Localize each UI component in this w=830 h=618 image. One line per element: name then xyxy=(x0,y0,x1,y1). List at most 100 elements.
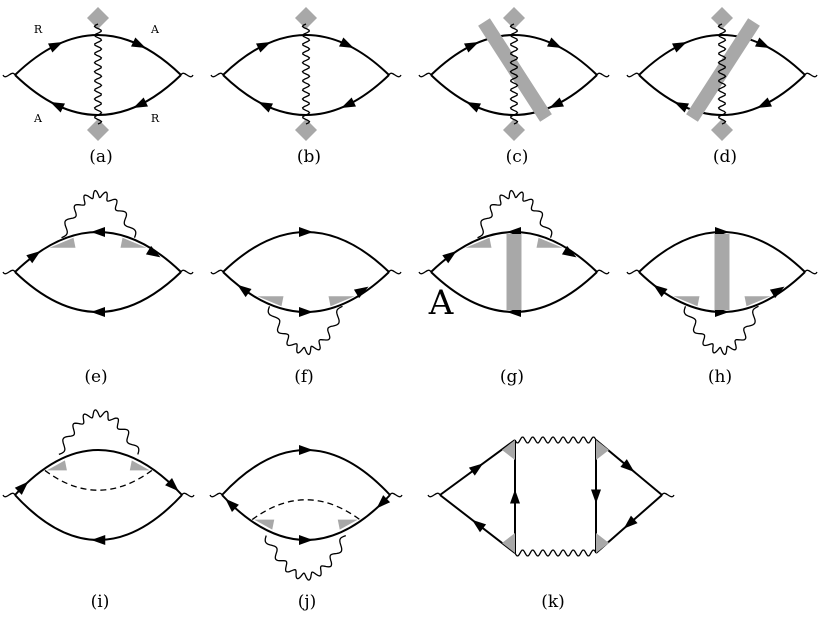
external-photon-stub xyxy=(427,492,441,498)
arrow-head xyxy=(510,489,520,504)
photon-line-vertical xyxy=(301,23,311,125)
external-photon-stub xyxy=(388,269,402,275)
ladder-bar xyxy=(686,18,760,122)
label-r-top: R xyxy=(34,23,43,36)
vertex-triangle xyxy=(465,237,492,248)
fermion-line-bottom xyxy=(14,494,183,541)
external-photon-stub xyxy=(210,269,224,275)
caption-a: (a) xyxy=(89,147,112,167)
arrow-head xyxy=(145,245,161,258)
vertex-triangle xyxy=(328,296,355,307)
vertex-triangle xyxy=(254,519,275,530)
arrow-head xyxy=(591,489,601,504)
external-photon-stub xyxy=(388,72,402,78)
photon-line-vertical xyxy=(509,23,519,125)
diagram-c xyxy=(418,7,610,141)
photon-line-vertical xyxy=(93,23,103,125)
photon-self-energy-loop xyxy=(58,409,140,456)
vertex-diamond xyxy=(711,119,733,141)
arrow-head xyxy=(341,97,356,109)
vertex-triangle xyxy=(337,519,358,530)
arrow-head xyxy=(237,284,252,298)
diagram-h xyxy=(626,227,818,356)
caption-f: (f) xyxy=(294,367,314,387)
impurity-dashed-line xyxy=(251,499,361,521)
vertex-diamond xyxy=(503,7,525,29)
arrow-head xyxy=(769,286,785,299)
photon-self-energy-loop xyxy=(264,534,347,581)
external-photon-stub xyxy=(209,492,223,498)
arrow-head xyxy=(50,101,65,113)
vertex-triangle xyxy=(536,237,563,248)
fermion-line-top xyxy=(222,34,390,76)
photon-self-energy-loop xyxy=(267,305,343,356)
arrow-head xyxy=(672,41,687,53)
external-photon-stub xyxy=(180,269,194,275)
fermion-line-top xyxy=(430,34,598,76)
external-photon-stub xyxy=(596,269,610,275)
fermion-line-top xyxy=(222,231,390,273)
vertex-triangle xyxy=(46,460,67,471)
arrow-head xyxy=(26,250,41,264)
arrow-head xyxy=(48,41,63,53)
arrow-head xyxy=(620,459,635,472)
arrow-head xyxy=(131,37,146,49)
external-photon-stub xyxy=(2,492,16,498)
arrow-head xyxy=(91,307,105,317)
diagram-g xyxy=(418,189,610,317)
external-photon-stub xyxy=(661,492,675,498)
arrow-head xyxy=(339,37,354,49)
arrow-head xyxy=(91,535,106,545)
external-photon-stub xyxy=(2,269,16,275)
caption-j: (j) xyxy=(298,592,317,612)
arrow-head xyxy=(757,97,772,109)
external-photon-stub xyxy=(626,269,640,275)
caption-k: (k) xyxy=(541,592,565,612)
arrow-head xyxy=(14,481,29,495)
arrow-head xyxy=(376,495,391,509)
arrow-head xyxy=(466,101,481,113)
diagram-e xyxy=(2,189,194,317)
fermion-line-bottom xyxy=(221,494,391,541)
fermion-line-bottom xyxy=(222,74,390,116)
external-photon-stub xyxy=(596,72,610,78)
arrow-head xyxy=(225,498,239,513)
arrow-head xyxy=(464,41,479,53)
arrow-head xyxy=(299,445,313,455)
label-a-bottom: A xyxy=(33,112,43,125)
caption-h: (h) xyxy=(708,367,732,387)
external-photon-stub xyxy=(804,269,818,275)
arrow-head xyxy=(299,227,313,237)
vertex-diamond xyxy=(711,7,733,29)
arrow-head xyxy=(133,97,148,109)
fermion-line-top xyxy=(221,449,391,496)
arrow-head xyxy=(653,284,668,298)
diagram-i xyxy=(2,409,195,545)
external-photon-stub xyxy=(389,492,403,498)
vertex-triangle xyxy=(49,237,76,248)
arrow-head xyxy=(623,515,638,529)
diagram-b xyxy=(210,7,402,141)
vertex-diamond xyxy=(503,119,525,141)
diagram-k xyxy=(427,436,675,557)
label-r-bottom: R xyxy=(151,112,160,125)
vertex-triangle xyxy=(120,237,147,248)
diagram-d xyxy=(626,7,818,141)
arrow-head xyxy=(547,37,562,49)
caption-b: (b) xyxy=(297,147,321,167)
caption-i: (i) xyxy=(91,592,110,612)
arrow-head xyxy=(165,477,179,492)
caption-c: (c) xyxy=(506,147,529,167)
arrow-head xyxy=(353,286,369,299)
photon-line-vertical xyxy=(717,23,727,125)
external-photon-stub xyxy=(2,72,16,78)
arrow-head xyxy=(256,41,271,53)
arrow-head xyxy=(442,250,457,264)
vertex-diamond xyxy=(295,119,317,141)
vertex-diamond xyxy=(87,7,109,29)
fermion-line-top xyxy=(14,34,182,76)
fermion-line-bottom xyxy=(14,74,182,116)
photon-line-top xyxy=(514,436,597,444)
